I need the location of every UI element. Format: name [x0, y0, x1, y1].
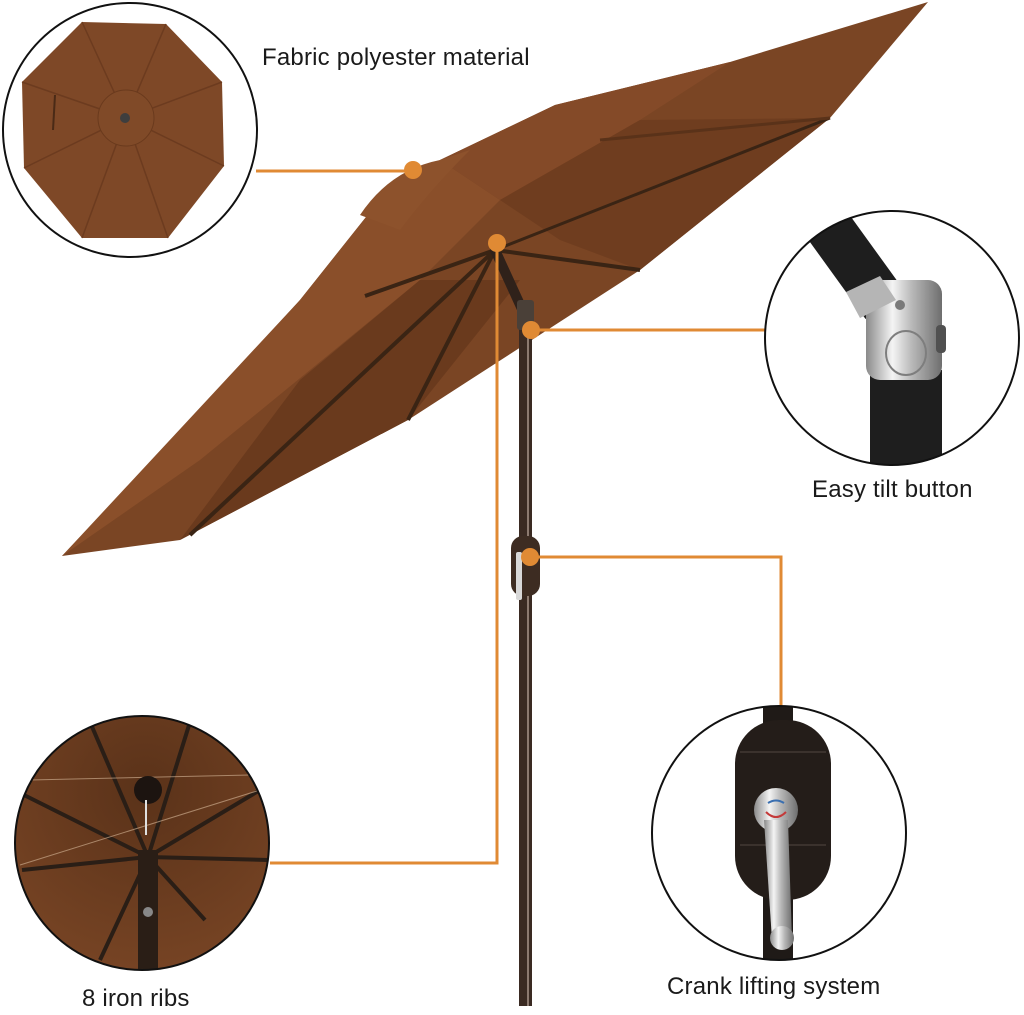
pole — [490, 245, 540, 1006]
detail-tilt-button — [764, 210, 1020, 466]
feature-label-fabric: Fabric polyester material — [262, 44, 530, 71]
callout-dots — [404, 161, 540, 566]
feature-label-crank: Crank lifting system — [667, 973, 881, 1000]
detail-crank-system — [651, 705, 907, 961]
detail-iron-ribs — [14, 715, 270, 971]
feature-label-ribs: 8 iron ribs — [82, 985, 190, 1012]
feature-label-tilt: Easy tilt button — [812, 476, 973, 503]
canopy — [62, 2, 928, 556]
detail-fabric-top-view — [2, 2, 258, 258]
callout-lines — [256, 169, 783, 865]
